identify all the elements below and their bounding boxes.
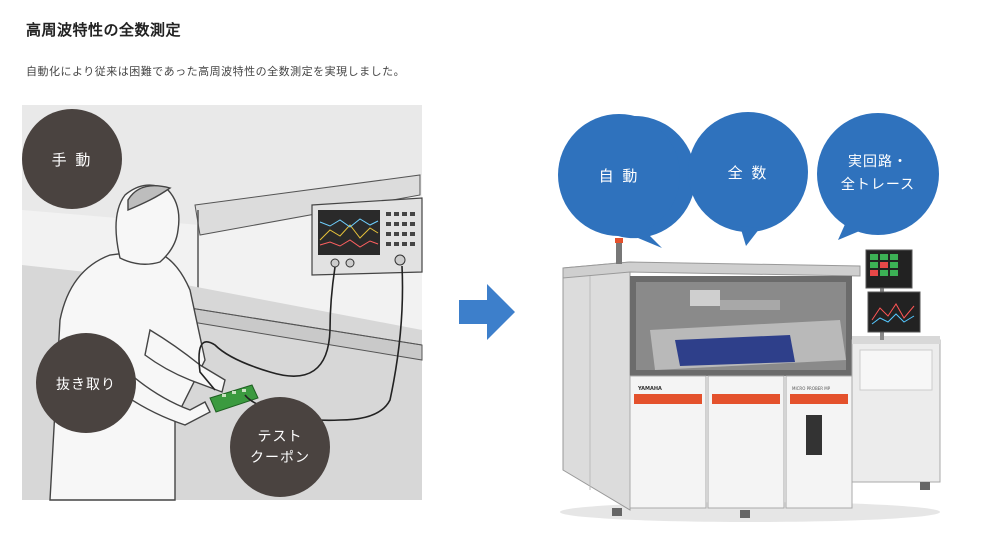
transition-arrow xyxy=(459,284,515,340)
all-count-bubble: 全 数 xyxy=(688,112,808,246)
prober-machine: YAMAHA MICRO PROBER MP xyxy=(560,238,941,522)
auto-label: 自 動 xyxy=(599,167,640,185)
extract-bubble: 抜き取り xyxy=(36,333,136,433)
test-coupon-bubble: テスト クーポン xyxy=(230,397,330,497)
model-label: MICRO PROBER MP xyxy=(792,386,831,391)
test-coupon-label-1: テスト xyxy=(258,429,303,445)
manual-illustration: 手 動 抜き取り テスト クーポン xyxy=(22,105,423,501)
all-count-label: 全 数 xyxy=(728,164,769,182)
trace-label-1: 実回路・ xyxy=(848,154,908,170)
brand-label: YAMAHA xyxy=(637,386,662,392)
auto-bubble: 自 動 xyxy=(558,114,696,249)
page-description: 自動化により従来は困難であった高周波特性の全数測定を実現しました。 xyxy=(26,65,406,78)
manual-label: 手 動 xyxy=(52,151,93,169)
extract-label: 抜き取り xyxy=(56,377,116,393)
trace-bubble: 実回路・ 全トレース xyxy=(817,113,939,240)
page-title: 高周波特性の全数測定 xyxy=(26,21,182,39)
test-coupon-label-2: クーポン xyxy=(250,450,310,466)
trace-label-2: 全トレース xyxy=(841,176,915,193)
manual-bubble: 手 動 xyxy=(22,109,122,209)
network-analyzer xyxy=(311,197,423,276)
